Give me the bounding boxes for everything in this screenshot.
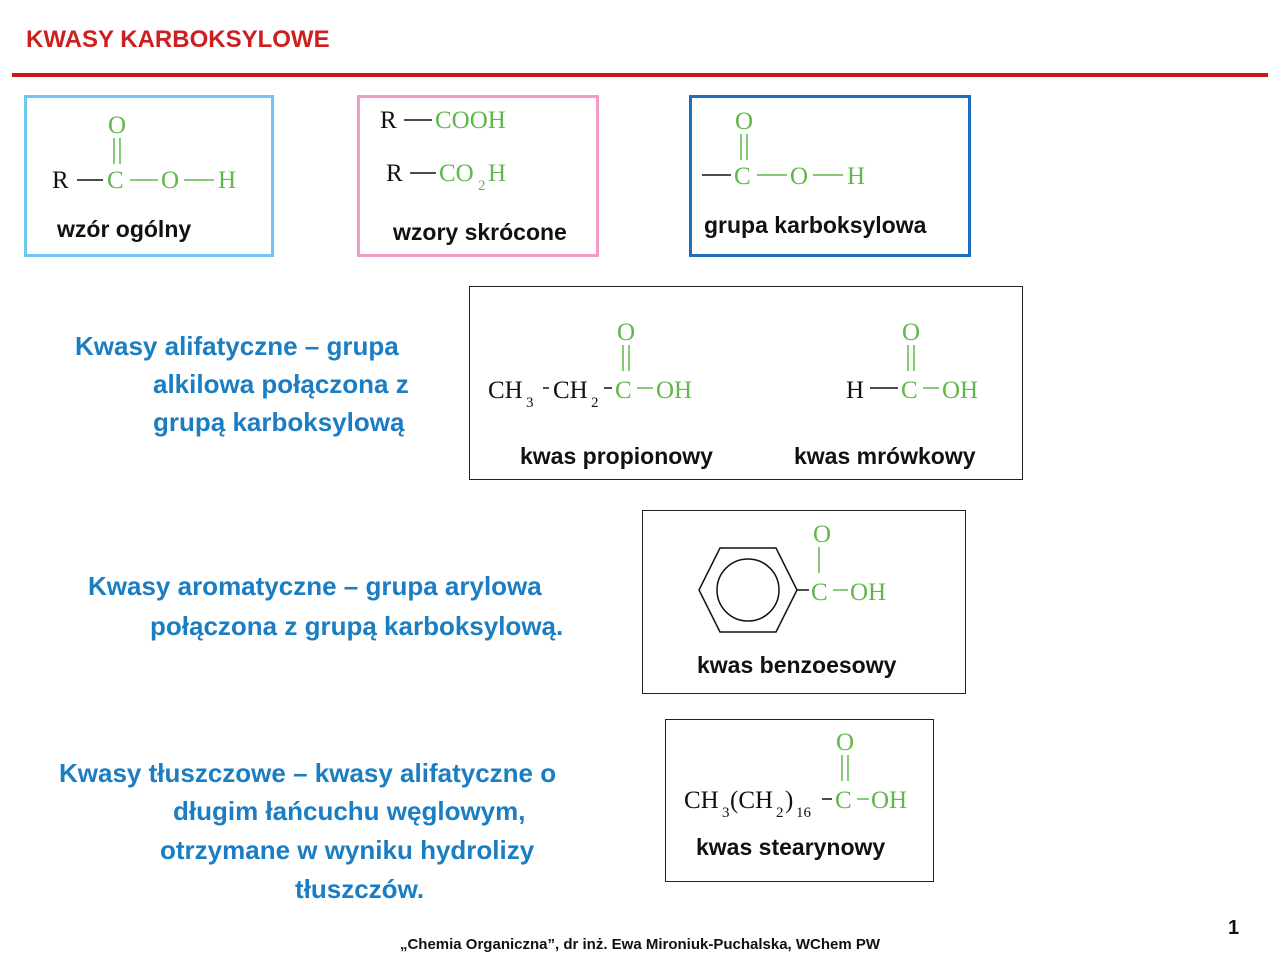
atom-c: C [615, 377, 632, 404]
footer-credit: „Chemia Organiczna”, dr inż. Ewa Mironiu… [399, 936, 881, 953]
label-general-formula: wzór ogólny [57, 216, 192, 242]
subscript-2: 2 [478, 178, 486, 194]
aliphatic-examples-box [469, 286, 1023, 480]
atom-h: H [218, 167, 236, 194]
aliphatic-line-3: grupą karboksylową [153, 407, 405, 437]
benzoic-acid-box [642, 510, 966, 694]
label-propionic-acid: kwas propionowy [520, 443, 713, 469]
carboxyl-group-box [689, 95, 971, 257]
general-formula: O R C O H [52, 112, 236, 194]
atom-c: C [107, 167, 124, 194]
subscript-3: 3 [526, 395, 534, 411]
subscript-2: 2 [591, 395, 599, 411]
formula-cooh: COOH [435, 107, 506, 134]
page-title: KWASY KARBOKSYLOWE [26, 26, 330, 53]
atom-o: O [108, 112, 126, 139]
fatty-line-4: tłuszczów. [295, 874, 425, 904]
atom-c: C [811, 579, 828, 606]
aliphatic-line-1: Kwasy alifatyczne – grupa [75, 331, 399, 361]
label-benzoic-acid: kwas benzoesowy [697, 652, 897, 678]
atom-o: O [161, 167, 179, 194]
atom-c: C [734, 163, 751, 190]
fatty-line-3: otrzymane w wyniku hydrolizy [160, 835, 535, 865]
atom-r: R [52, 167, 69, 194]
carboxyl-group: O C O H [702, 108, 865, 190]
atom-o: O [735, 108, 753, 135]
general-formula-box [24, 95, 274, 257]
propionic-acid-structure: O CH 3 CH 2 C OH [488, 319, 692, 411]
atom-h: H [847, 163, 865, 190]
page-number: 1 [1228, 917, 1240, 939]
benzene-ring [698, 547, 798, 633]
atom-o: O [617, 319, 635, 346]
fatty-line-2: długim łańcuchu węglowym, [173, 796, 526, 826]
atom-o: O [813, 521, 831, 548]
subscript-16: 16 [796, 805, 812, 821]
formula-ch: CH [553, 377, 588, 404]
atom-o: O [790, 163, 808, 190]
label-formic-acid: kwas mrówkowy [794, 443, 976, 469]
stearic-acid-box [665, 719, 934, 882]
formula-ch2: (CH [730, 787, 773, 814]
group-oh: OH [850, 579, 886, 606]
benzoic-acid-structure: O C OH [698, 521, 886, 633]
formula-ch: CH [488, 377, 523, 404]
atom-c: C [835, 787, 852, 814]
stearic-acid-structure: O CH 3 (CH 2 ) 16 C OH [684, 729, 907, 821]
formic-acid-structure: O H C OH [846, 319, 978, 404]
aliphatic-line-2: alkilowa połączona z [153, 369, 409, 399]
fatty-line-1: Kwasy tłuszczowe – kwasy alifatyczne o [59, 758, 557, 788]
group-oh: OH [871, 787, 907, 814]
atom-h: H [488, 160, 506, 187]
subscript-3: 3 [722, 805, 730, 821]
atom-r: R [386, 160, 403, 187]
atom-o: O [836, 729, 854, 756]
group-oh: OH [656, 377, 692, 404]
atom-r: R [380, 107, 397, 134]
bracket-close: ) [785, 787, 793, 814]
formula-co: CO [439, 160, 474, 187]
atom-o: O [902, 319, 920, 346]
formula-ch: CH [684, 787, 719, 814]
label-short-formulas: wzory skrócone [393, 219, 567, 245]
title-divider [12, 73, 1268, 77]
aromatic-line-2: połączona z grupą karboksylową. [150, 611, 564, 641]
atom-h: H [846, 377, 864, 404]
atom-c: C [901, 377, 918, 404]
label-stearic-acid: kwas stearynowy [696, 834, 886, 860]
group-oh: OH [942, 377, 978, 404]
subscript-2: 2 [776, 805, 784, 821]
short-formulas-box [357, 95, 599, 257]
aromatic-circle [716, 558, 780, 622]
aromatic-line-1: Kwasy aromatyczne – grupa arylowa [88, 571, 542, 601]
label-carboxyl-group: grupa karboksylowa [704, 212, 927, 238]
short-formulas: R COOH R CO 2 H [380, 107, 506, 194]
